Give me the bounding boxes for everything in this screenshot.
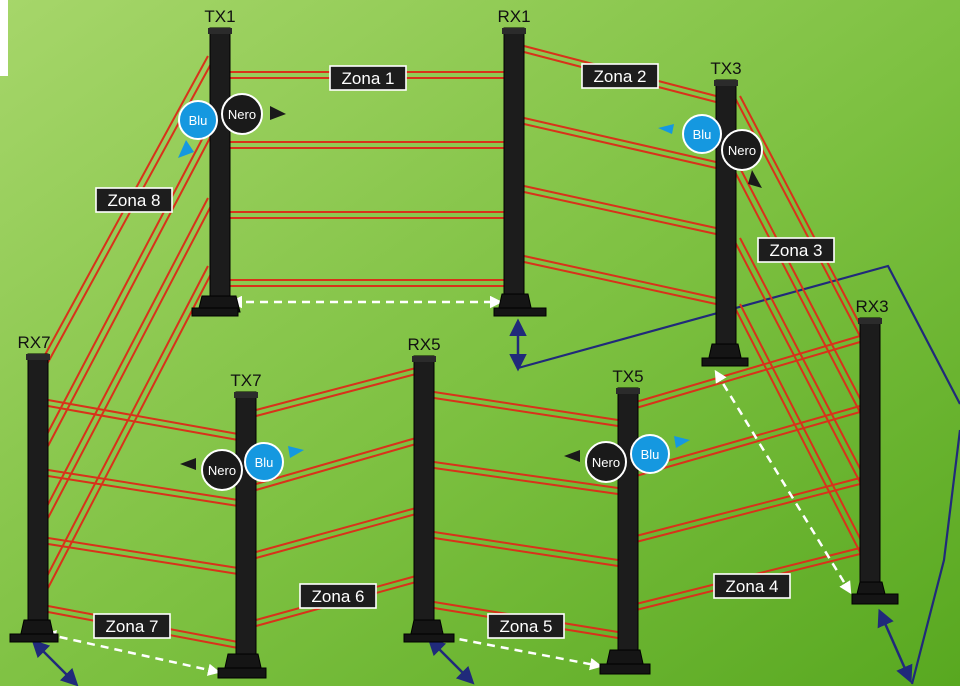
wire-indicator-tx5: Nero Blu: [564, 434, 690, 483]
blue-wire-label: Blu: [189, 113, 208, 128]
post-rx3: [851, 317, 899, 605]
blue-wire-circle: [682, 114, 722, 154]
blue-wire-circle: [244, 442, 284, 482]
zone-label-2: Zona 2: [594, 67, 647, 86]
blue-wire-label: Blu: [693, 127, 712, 142]
black-wire-label: Nero: [208, 463, 236, 478]
arrow-left-icon: [658, 124, 674, 134]
zone-label-3: Zona 3: [770, 241, 823, 260]
black-wire-circle: [721, 129, 763, 171]
post-label-tx1: TX1: [204, 7, 235, 26]
arrow-right-icon: [674, 436, 690, 448]
black-wire-circle: [201, 449, 243, 491]
zone-tag-4: Zona 4: [713, 573, 791, 599]
zone-label-7: Zona 7: [106, 617, 159, 636]
post-label-rx7: RX7: [17, 333, 50, 352]
post-label-rx5: RX5: [407, 335, 440, 354]
arrow-right-icon: [288, 446, 304, 458]
post-label-tx3: TX3: [710, 59, 741, 78]
arrow-left-icon: [564, 450, 580, 462]
post-label-rx1: RX1: [497, 7, 530, 26]
distance-rx5-tx5: [429, 629, 603, 671]
beams-zona-2: [523, 45, 717, 305]
beams-zona-1: [228, 71, 504, 287]
zone-tag-3: Zona 3: [757, 237, 835, 263]
post-tx1: [191, 27, 241, 317]
zone-tag-1: Zona 1: [329, 65, 407, 91]
zone-label-5: Zona 5: [500, 617, 553, 636]
zone-tag-5: Zona 5: [487, 613, 565, 639]
post-label-tx5: TX5: [612, 367, 643, 386]
corner-strip: [0, 0, 8, 76]
wire-indicator-tx1: Blu Nero: [178, 93, 286, 158]
zone-tag-7: Zona 7: [93, 613, 171, 639]
zone-label-4: Zona 4: [726, 577, 779, 596]
wire-indicator-tx7: Nero Blu: [180, 442, 304, 491]
arrow-left-icon: [180, 458, 196, 470]
post-label-tx7: TX7: [230, 371, 261, 390]
arrow-down-icon: [748, 170, 762, 188]
zone-tag-2: Zona 2: [581, 63, 659, 89]
arrow-right-icon: [270, 106, 286, 120]
arrow-down-icon: [178, 140, 194, 158]
black-wire-circle: [221, 93, 263, 135]
blue-wire-circle: [630, 434, 670, 474]
zone-tag-8: Zona 8: [95, 187, 173, 213]
black-wire-circle: [585, 441, 627, 483]
distance-tx3-rx3: [714, 369, 852, 595]
zone-tag-6: Zona 6: [299, 583, 377, 609]
distance-indicators: [43, 295, 852, 676]
black-wire-label: Nero: [728, 143, 756, 158]
black-wire-label: Nero: [228, 107, 256, 122]
zone-label-6: Zona 6: [312, 587, 365, 606]
post-rx1: [493, 27, 547, 317]
blue-wire-label: Blu: [255, 455, 274, 470]
black-wire-label: Nero: [592, 455, 620, 470]
post-rx5: [403, 355, 455, 643]
blue-wire-label: Blu: [641, 447, 660, 462]
blue-wire-circle: [178, 100, 218, 140]
zone-label-1: Zona 1: [342, 69, 395, 88]
post-label-rx3: RX3: [855, 297, 888, 316]
wire-indicator-tx3: Blu Nero: [658, 114, 763, 188]
distance-rx7-tx7: [43, 630, 221, 676]
cable-arrow-rx3: [877, 608, 913, 684]
post-rx7: [9, 353, 59, 643]
zone-label-8: Zona 8: [108, 191, 161, 210]
